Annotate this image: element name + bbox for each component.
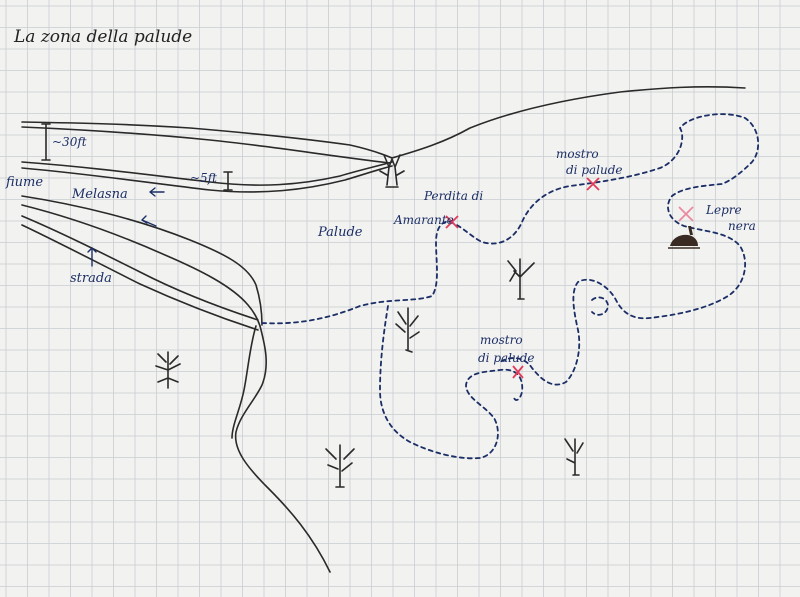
tree-icon	[325, 444, 355, 488]
tree-icon	[379, 154, 405, 188]
tree-icon	[155, 351, 181, 389]
label-river-line1: fiume	[5, 175, 43, 190]
trail-path-south	[379, 305, 524, 460]
arrow-left-icon	[141, 215, 157, 227]
trail	[261, 113, 760, 460]
label-river-line2: Melasna	[71, 187, 128, 202]
label-height-30: ~30ft	[52, 135, 87, 149]
x-mark-icon	[445, 215, 459, 229]
label-road: strada	[70, 271, 112, 286]
label-amaranth-line1: Perdita di	[423, 189, 483, 203]
x-mark-icon	[678, 206, 694, 222]
label-height-5: ~5ft	[190, 171, 217, 185]
cliff-line-4	[21, 165, 393, 193]
label-amaranth-line2: Amarante	[393, 213, 454, 227]
label-swamp: Palude	[317, 225, 363, 240]
cliff	[21, 85, 746, 193]
arrow-left-icon	[149, 187, 165, 197]
label-monster-top-line1: mostro	[556, 147, 599, 161]
x-mark-icon	[512, 365, 524, 379]
tree-icon	[395, 307, 420, 353]
river-bank-lower	[21, 204, 261, 327]
stream-south	[234, 325, 331, 573]
label-monster-top-line2: di palude	[566, 163, 623, 177]
hare-icon	[668, 226, 700, 249]
cliff-line-2	[21, 126, 391, 164]
cliff-line-3	[21, 161, 393, 186]
height-marker-30ft	[41, 123, 51, 161]
arrow-up-icon	[87, 247, 97, 267]
label-hare-line1: Lepre	[705, 203, 742, 217]
road-edge-lower	[21, 224, 259, 331]
stream-south-2	[231, 325, 257, 439]
label-monster-mid-line2: di palude	[478, 351, 535, 365]
cliff-top-edge	[21, 85, 746, 159]
height-marker-5ft	[223, 171, 233, 191]
tree-icon	[564, 438, 584, 476]
x-mark-icon	[586, 177, 600, 191]
road-edge-upper	[21, 215, 259, 321]
river-bank-upper	[21, 195, 263, 326]
river-and-road	[21, 195, 331, 573]
label-hare-line2: nera	[728, 219, 756, 233]
trail-path	[261, 113, 760, 386]
map-title: La zona della palude	[13, 27, 192, 47]
tree-icon	[507, 258, 535, 300]
trail-loop	[591, 296, 609, 316]
label-monster-mid-line1: mostro	[480, 333, 523, 347]
